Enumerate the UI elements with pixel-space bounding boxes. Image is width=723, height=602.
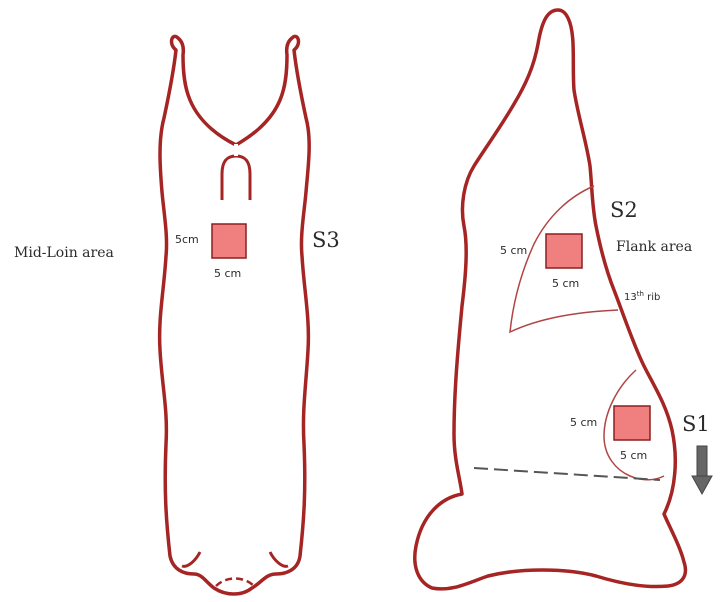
s2-label: S2 xyxy=(610,200,638,221)
left-inner-u-cut xyxy=(222,156,250,200)
rib-label: 13th rib xyxy=(624,291,660,303)
left-sample-square xyxy=(212,224,246,258)
rib-label-suffix: rib xyxy=(644,292,660,303)
rib-label-number: 13 xyxy=(624,292,637,303)
s1-label: S1 xyxy=(682,414,710,435)
lower-sample-square xyxy=(614,406,650,440)
dashed-cut-line xyxy=(474,468,660,480)
mid-loin-area-label: Mid-Loin area xyxy=(14,246,114,260)
flank-sample-square xyxy=(546,234,582,268)
left-carcass xyxy=(160,36,310,594)
left-bottom-dashed-arc xyxy=(216,579,254,587)
s3-label: S3 xyxy=(312,230,340,251)
flank-side-dimension: 5 cm xyxy=(500,245,527,256)
left-hind-notch-left xyxy=(182,552,200,566)
left-bottom-dimension: 5 cm xyxy=(214,268,241,279)
lower-side-dimension: 5 cm xyxy=(570,417,597,428)
left-hind-notch-right xyxy=(270,552,288,566)
left-side-dimension: 5cm xyxy=(175,234,199,245)
flank-area-label: Flank area xyxy=(616,240,692,254)
lower-bottom-dimension: 5 cm xyxy=(620,450,647,461)
left-carcass-outline xyxy=(160,36,310,594)
right-carcass xyxy=(415,10,712,589)
rib-label-sup: th xyxy=(637,290,644,298)
flank-bottom-dimension: 5 cm xyxy=(552,278,579,289)
down-arrow-icon xyxy=(692,446,712,494)
